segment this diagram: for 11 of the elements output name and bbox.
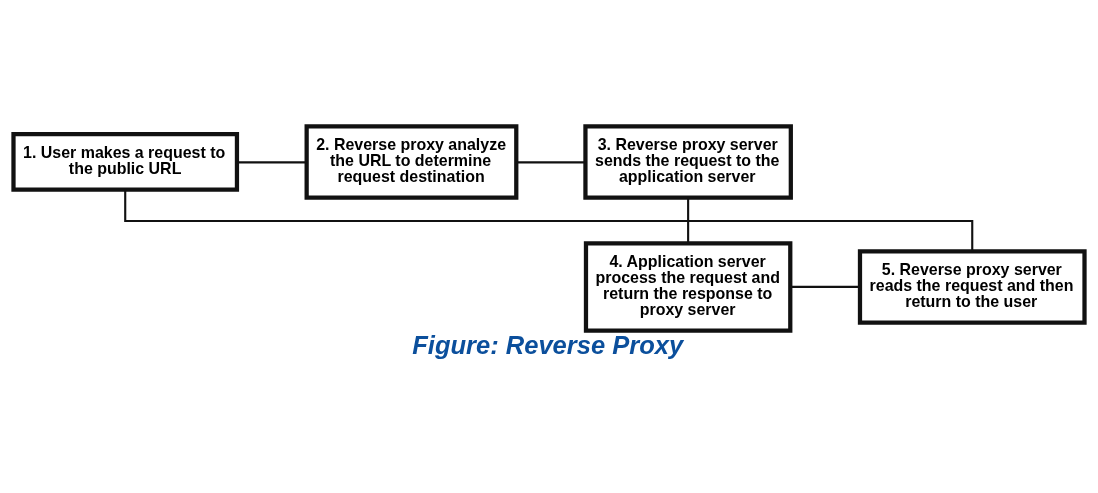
node-box: 5. Reverse proxy server reads the request and then return to the user <box>857 249 1087 325</box>
node-box: 3. Reverse proxy server sends the request to the application server <box>583 124 793 200</box>
connector <box>237 161 307 164</box>
node-box: 1. User makes a request to the public URL <box>11 132 240 192</box>
connector <box>124 189 974 252</box>
connector <box>687 197 690 244</box>
node-box: 4. Application server process the request and return the response to proxy server <box>583 241 793 333</box>
connector <box>790 285 860 288</box>
node-box: 2. Reverse proxy analyze the URL to determine request destination <box>304 124 519 200</box>
connector <box>516 161 586 164</box>
caption: Figure: Reverse Proxy <box>412 331 684 360</box>
